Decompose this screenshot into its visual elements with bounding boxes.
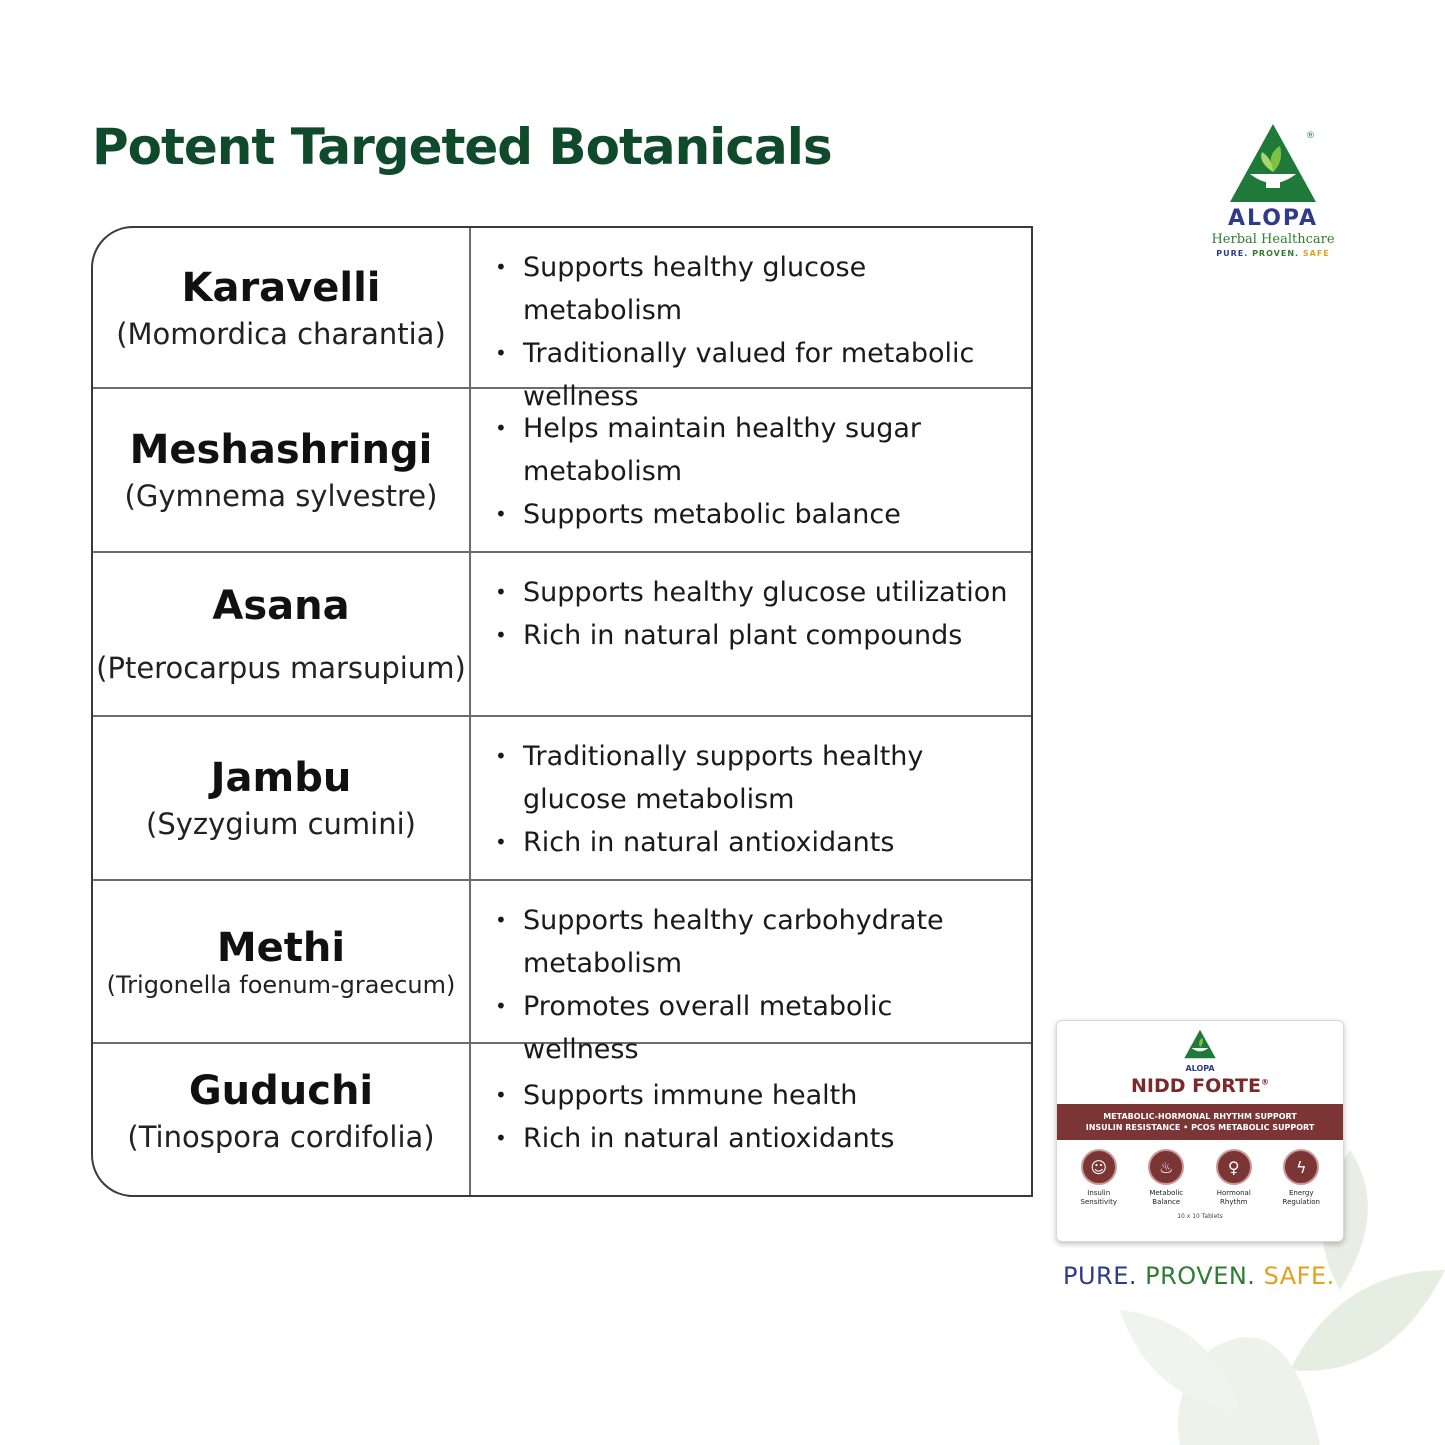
benefit-item: Supports healthy glucose utilization [493, 571, 1015, 614]
common-name: Asana [212, 583, 350, 629]
benefits-cell: Helps maintain healthy sugar metabolism … [471, 389, 1031, 551]
benefits-cell: Traditionally supports healthy glucose m… [471, 717, 1031, 879]
table-row: Meshashringi (Gymnema sylvestre) Helps m… [93, 387, 1031, 551]
benefit-item: Rich in natural antioxidants [493, 1117, 1015, 1160]
page-title: Potent Targeted Botanicals [92, 118, 833, 176]
botanicals-table: Karavelli (Momordica charantia) Supports… [91, 226, 1033, 1197]
table-row: Jambu (Syzygium cumini) Traditionally su… [93, 715, 1031, 879]
benefit-item: Helps maintain healthy sugar metabolism [493, 407, 1015, 493]
mortar-leaf-icon [1184, 1029, 1216, 1059]
table-row: Guduchi (Tinospora cordifolia) Supports … [93, 1042, 1031, 1195]
table-row: Methi (Trigonella foenum-graecum) Suppor… [93, 879, 1031, 1065]
product-brand: ALOPA [1185, 1064, 1215, 1073]
tagline-pure: PURE. [1063, 1262, 1138, 1290]
table-row: Karavelli (Momordica charantia) Supports… [93, 228, 1031, 412]
common-name: Methi [216, 924, 346, 971]
head-icon: ☺ [1080, 1149, 1117, 1185]
botanical-name: (Trigonella foenum-graecum) [106, 970, 456, 999]
logo-tag-safe: SAFE [1302, 249, 1330, 258]
product-count: 10 x 10 Tablets [1177, 1213, 1223, 1220]
brand-logo: ® ALOPA Herbal Healthcare PURE. PROVEN. … [1208, 122, 1338, 258]
benefits-cell: Supports healthy carbohydrate metabolism… [471, 881, 1031, 1065]
product-name: NIDD FORTE® [1131, 1075, 1269, 1097]
benefit-item: Rich in natural antioxidants [493, 821, 1015, 864]
svg-text:®: ® [1306, 131, 1315, 141]
table-row: Asana (Pterocarpus marsupium) Supports h… [93, 551, 1031, 715]
product-band-line-1: METABOLIC-HORMONAL RHYTHM SUPPORT [1103, 1112, 1297, 1121]
tagline-proven: PROVEN. [1145, 1262, 1256, 1290]
benefits-cell: Supports immune health Rich in natural a… [471, 1044, 1031, 1195]
benefit-item: Supports metabolic balance [493, 493, 1015, 536]
uterus-icon: ♀ [1215, 1149, 1252, 1185]
botanical-name: (Gymnema sylvestre) [124, 479, 438, 513]
botanical-name-cell: Guduchi (Tinospora cordifolia) [93, 1044, 471, 1195]
botanical-name-cell: Methi (Trigonella foenum-graecum) [93, 881, 471, 1042]
common-name: Meshashringi [129, 427, 433, 473]
botanical-name: (Tinospora cordifolia) [127, 1120, 435, 1154]
botanical-name-cell: Meshashringi (Gymnema sylvestre) [93, 389, 471, 551]
botanical-name: (Momordica charantia) [116, 316, 446, 351]
botanical-name: (Syzygium cumini) [146, 807, 416, 841]
product-box: ALOPA NIDD FORTE® METABOLIC-HORMONAL RHY… [1056, 1020, 1344, 1242]
benefit-item: Traditionally valued for metabolic welln… [493, 332, 1015, 418]
logo-tag-proven: PROVEN. [1252, 249, 1300, 258]
botanical-name-cell: Jambu (Syzygium cumini) [93, 717, 471, 879]
lightning-icon: ϟ [1283, 1149, 1320, 1185]
tagline-safe: SAFE. [1263, 1262, 1335, 1290]
benefits-cell: Supports healthy glucose utilization Ric… [471, 553, 1031, 715]
tagline: PURE. PROVEN. SAFE. [1063, 1262, 1335, 1290]
common-name: Karavelli [181, 264, 381, 311]
botanical-name-cell: Karavelli (Momordica charantia) [93, 228, 471, 387]
common-name: Guduchi [188, 1068, 374, 1114]
benefit-item: Supports immune health [493, 1074, 1015, 1117]
flame-icon: ♨ [1148, 1149, 1185, 1185]
product-band: METABOLIC-HORMONAL RHYTHM SUPPORT INSULI… [1057, 1104, 1343, 1140]
benefits-cell: Supports healthy glucose metabolism Trad… [471, 228, 1031, 412]
benefit-item: Promotes overall metabolic wellness [493, 985, 1015, 1071]
benefit-item: Supports healthy glucose metabolism [493, 246, 1015, 332]
benefit-item: Traditionally supports healthy glucose m… [493, 735, 1015, 821]
common-name: Jambu [210, 755, 352, 801]
logo-tag-pure: PURE. [1216, 249, 1249, 258]
product-name-text: NIDD FORTE [1131, 1075, 1261, 1097]
product-band-line-2: INSULIN RESISTANCE • PCOS METABOLIC SUPP… [1085, 1123, 1315, 1132]
logo-brand: ALOPA [1227, 206, 1319, 231]
botanical-name: (Pterocarpus marsupium) [96, 651, 466, 685]
logo-subtitle: Herbal Healthcare [1211, 232, 1335, 247]
benefit-item: Rich in natural plant compounds [493, 614, 1015, 657]
botanical-name-cell: Asana (Pterocarpus marsupium) [93, 553, 471, 715]
mortar-leaf-icon: ® [1230, 124, 1316, 202]
logo-tagline: PURE. PROVEN. SAFE [1208, 249, 1338, 258]
benefit-item: Supports healthy carbohydrate metabolism [493, 899, 1015, 985]
